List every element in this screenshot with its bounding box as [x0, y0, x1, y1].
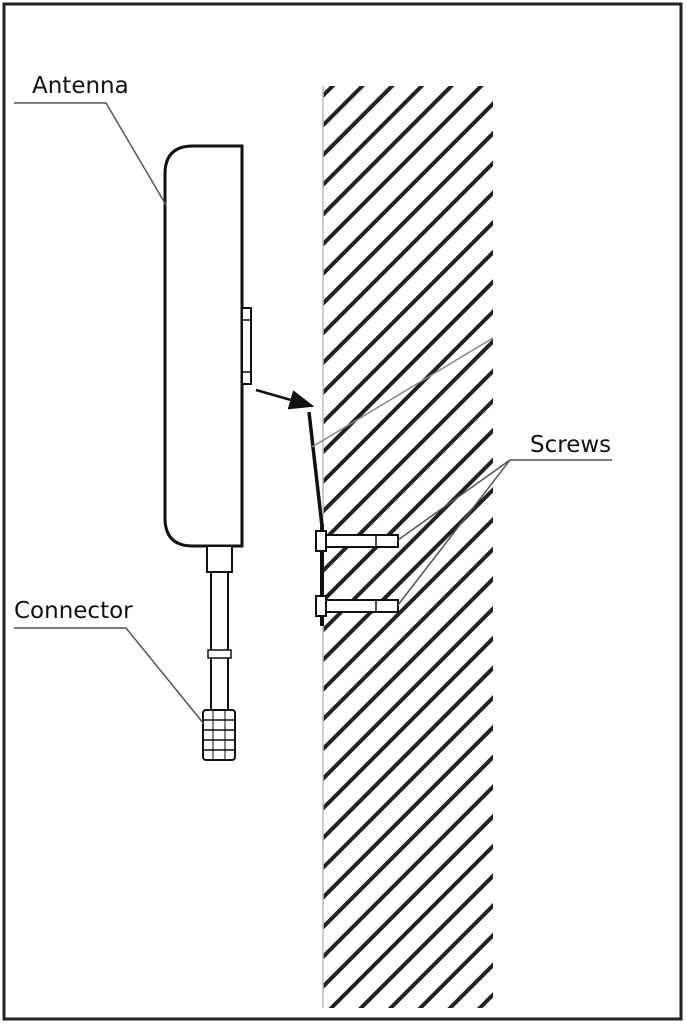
connector	[202, 709, 236, 761]
cable	[210, 571, 229, 711]
antenna-label: Antenna	[32, 73, 129, 99]
antenna-leader-line	[14, 102, 167, 206]
cable-assembly	[202, 545, 236, 761]
screws-leader-line	[397, 459, 511, 606]
connector-leader-line	[14, 627, 205, 725]
antenna-body	[163, 144, 244, 548]
screws-label: Screws	[530, 432, 611, 458]
antenna-callout: Antenna	[14, 73, 167, 206]
connector-body	[202, 709, 236, 761]
wall-guide-line	[311, 337, 494, 448]
screw-upper	[315, 530, 399, 552]
screws-leader-line	[397, 459, 511, 541]
cable-boot	[206, 545, 233, 573]
bracket-hook	[307, 411, 324, 527]
cable-band	[207, 649, 232, 659]
connector-callout: Connector	[14, 598, 205, 725]
screws-callout: Screws	[397, 432, 612, 606]
screw-shaft	[325, 534, 399, 548]
connector-label: Connector	[14, 598, 133, 624]
screw-head	[315, 530, 327, 552]
screw-head	[315, 595, 327, 617]
screw-shaft	[325, 599, 399, 613]
mounting-arrow	[255, 388, 315, 410]
antenna	[163, 144, 252, 548]
screw-lower	[315, 595, 399, 617]
mounting-clip	[241, 307, 252, 385]
